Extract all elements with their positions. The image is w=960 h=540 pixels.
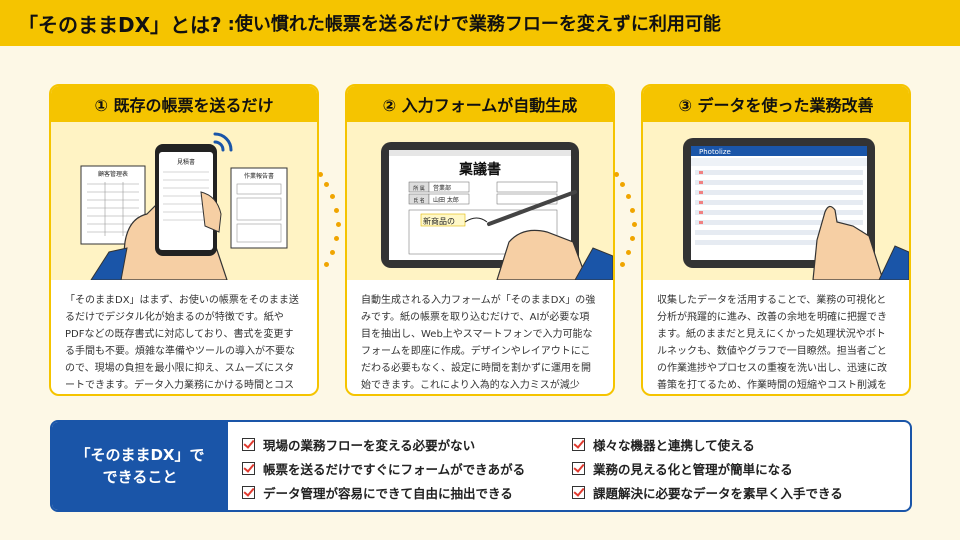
card-auto-form: ② 入力フォームが自動生成 稟議書 所 属 営業部 氏 名 山田 太郎 新商品の: [345, 84, 615, 396]
svg-text:山田 太郎: 山田 太郎: [433, 196, 459, 204]
list-item: 様々な機器と連携して使える: [572, 432, 872, 456]
card-body-text: 「そのままDX」はまず、お使いの帳票をそのまま送るだけでデジタル化が始まるのが特…: [65, 295, 299, 391]
checkbox-icon: [242, 485, 255, 499]
header-bar: 「そのままDX」とは? :使い慣れた帳票を送るだけで業務フローを変えずに利用可能: [0, 0, 960, 46]
card-illustration: 顧客管理表 作業報告書: [51, 122, 317, 281]
capabilities-list: 現場の業務フローを変える必要がない 様々な機器と連携して使える 帳票を送るだけで…: [242, 432, 900, 502]
smartphone-icon: 顧客管理表 作業報告書: [80, 132, 288, 281]
card-illustration: Photolize: [643, 122, 909, 281]
page-title: 「そのままDX」とは?: [18, 12, 222, 37]
checkbox-icon: [572, 485, 585, 499]
card-body-text: 自動生成される入力フォームが「そのままDX」の強みです。紙の帳票を取り込むだけで…: [361, 295, 596, 391]
list-item: 業務の見える化と管理が簡単になる: [572, 456, 872, 480]
list-item: 帳票を送るだけですぐにフォームができあがる: [242, 456, 572, 480]
svg-text:所 属: 所 属: [413, 185, 425, 192]
svg-text:氏 名: 氏 名: [413, 197, 425, 204]
form-title: 稟議書: [458, 161, 501, 178]
list-item: 現場の業務フローを変える必要がない: [242, 432, 572, 456]
capabilities-box: 「そのままDX」で できること 現場の業務フローを変える必要がない 様々な機器と…: [50, 420, 912, 512]
wifi-icon: [213, 132, 233, 152]
pen-icon: [487, 190, 577, 226]
app-name: Photolize: [699, 148, 731, 156]
checkbox-icon: [242, 437, 255, 451]
card-illustration: 稟議書 所 属 営業部 氏 名 山田 太郎 新商品の: [347, 122, 613, 281]
checkbox-icon: [572, 437, 585, 451]
list-item: 課題解決に必要なデータを素早く入手できる: [572, 480, 872, 504]
card-data-improvement: ③ データを使った業務改善 Photolize 収集したデータを活用することで、…: [641, 84, 911, 396]
hand-icon: [812, 205, 884, 281]
card-caption: ① 既存の帳票を送るだけ: [51, 86, 317, 122]
page-subtitle: :使い慣れた帳票を送るだけで業務フローを変えずに利用可能: [227, 14, 721, 35]
right-doc-title: 作業報告書: [244, 172, 274, 180]
checkbox-icon: [572, 461, 585, 475]
card-caption: ② 入力フォームが自動生成: [347, 86, 613, 122]
phone-doc-title: 見積書: [177, 158, 195, 166]
card-caption: ③ データを使った業務改善: [643, 86, 909, 122]
capabilities-label: 「そのままDX」で できること: [52, 422, 228, 510]
list-item: データ管理が容易にできて自由に抽出できる: [242, 480, 572, 504]
card-body-text: 収集したデータを活用することで、業務の可視化と分析が飛躍的に進み、改善の余地を明…: [657, 295, 887, 391]
tablet-icon: 稟議書 所 属 営業部 氏 名 山田 太郎 新商品の: [381, 142, 613, 281]
svg-text:営業部: 営業部: [433, 184, 451, 192]
checkbox-icon: [242, 461, 255, 475]
card-existing-forms: ① 既存の帳票を送るだけ 顧客管理表 作業報告書: [49, 84, 319, 396]
handwriting-text: 新商品の: [423, 216, 455, 226]
tablet-icon: Photolize: [683, 138, 909, 281]
left-doc-title: 顧客管理表: [98, 170, 128, 178]
